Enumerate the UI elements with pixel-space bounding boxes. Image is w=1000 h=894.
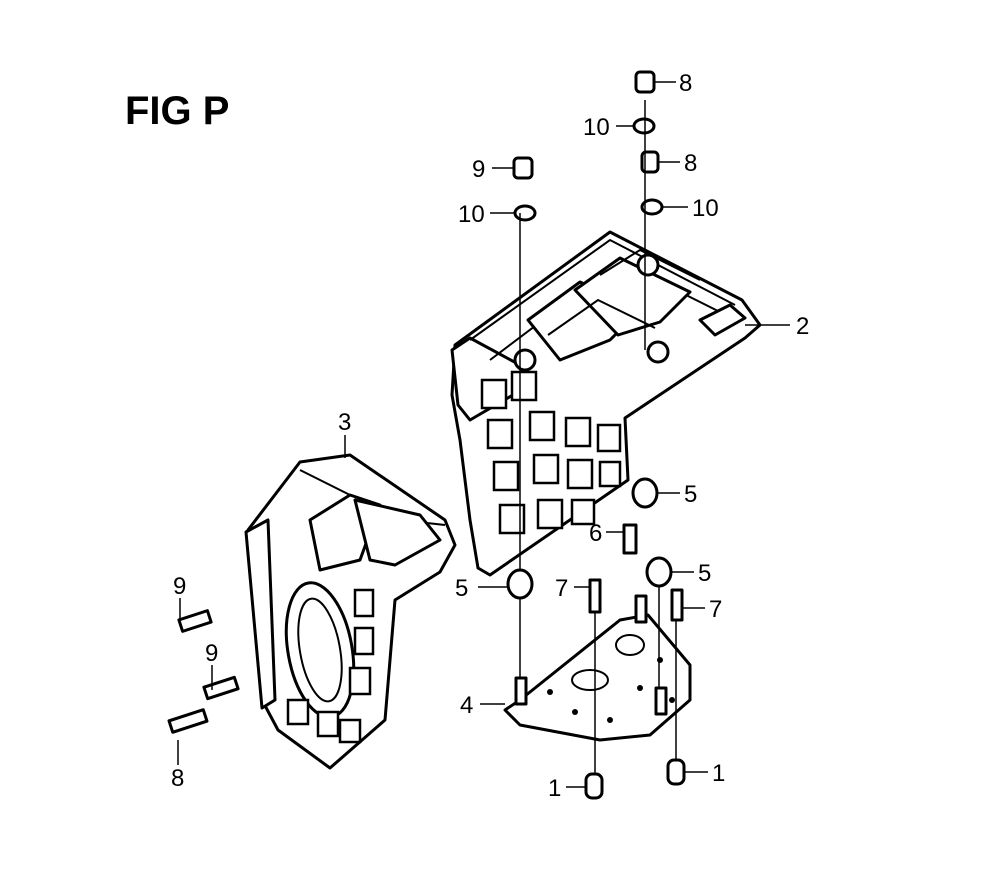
callout-3: 3 [338, 409, 351, 436]
rubber-mounts [506, 477, 673, 600]
callout-5: 5 [698, 560, 711, 587]
nuts-and-washers [512, 70, 664, 222]
base-plate [503, 594, 692, 742]
callout-8: 8 [679, 70, 692, 97]
callout-4: 4 [460, 692, 473, 719]
callout-labels: 8 10 8 10 9 10 2 3 5 6 5 5 7 7 4 1 1 9 9… [171, 70, 809, 802]
callout-9: 9 [205, 640, 218, 667]
left-mounting-block [244, 453, 457, 770]
callout-9: 8 [171, 765, 184, 792]
callout-8: 8 [684, 150, 697, 177]
screws [167, 609, 240, 734]
callout-10: 10 [692, 195, 719, 222]
callout-5: 5 [455, 575, 468, 602]
callout-6: 6 [589, 520, 602, 547]
callout-9: 9 [173, 573, 186, 600]
figure-title: FIG P [125, 89, 229, 133]
callout-7: 7 [709, 596, 722, 623]
caps [584, 758, 686, 800]
upper-bracket [450, 230, 762, 577]
bolts [588, 523, 684, 622]
callout-1: 1 [712, 760, 725, 787]
callout-7: 7 [555, 575, 568, 602]
callout-10: 10 [458, 201, 485, 228]
callout-8: 9 [472, 156, 485, 183]
callout-2: 2 [796, 313, 809, 340]
callout-1: 1 [548, 775, 561, 802]
leader-lines [177, 81, 790, 788]
callout-5: 5 [684, 481, 697, 508]
callout-10: 10 [583, 114, 610, 141]
